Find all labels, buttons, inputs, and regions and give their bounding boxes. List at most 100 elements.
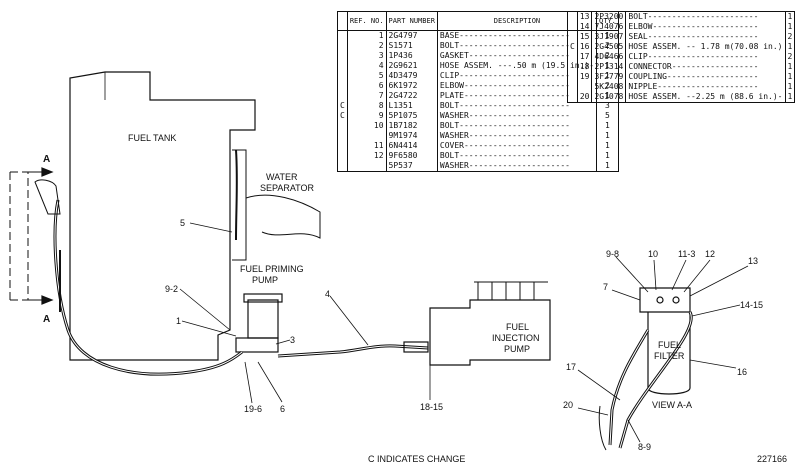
part-number: 3J1907 xyxy=(591,32,627,42)
description: WASHER--------------------- xyxy=(437,131,598,141)
description: BOLT----------------------- xyxy=(437,121,598,131)
quantity: 1 xyxy=(605,151,610,160)
change-mark xyxy=(337,71,348,81)
ref-no xyxy=(347,161,387,172)
callout-7: 7 xyxy=(603,282,608,292)
part-number: S1571 xyxy=(386,41,438,51)
change-mark xyxy=(337,151,348,161)
change-mark xyxy=(337,131,348,141)
description: WASHER--------------------- xyxy=(437,111,598,121)
view-aa-label: VIEW A-A xyxy=(652,400,692,410)
callout-19-6: 19-6 xyxy=(244,404,262,414)
callout-6: 6 xyxy=(280,404,285,414)
callout-18-15: 18-15 xyxy=(420,402,443,412)
description: NIPPLE--------------------- xyxy=(625,82,786,92)
quantity: 3 xyxy=(605,101,610,110)
description: HOSE ASSEM. --2.25 m (88.6 in.)- xyxy=(625,92,786,103)
change-mark xyxy=(337,91,348,101)
change-mark xyxy=(337,41,348,51)
ref-no: 2 xyxy=(347,41,387,51)
callout-20: 20 xyxy=(563,400,573,410)
change-mark xyxy=(567,72,578,82)
ref-no: 9 xyxy=(347,111,387,121)
change-mark xyxy=(337,141,348,151)
ref-no: 16 xyxy=(577,42,593,52)
part-number: 9F6580 xyxy=(386,151,438,161)
change-col-header xyxy=(337,11,348,31)
fuel-injection-pump-label-1: FUEL xyxy=(506,322,529,332)
callout-17: 17 xyxy=(566,362,576,372)
quantity: 1 xyxy=(787,72,793,81)
ref-no: 20 xyxy=(577,92,593,103)
description: CONNECTOR------------------ xyxy=(625,62,786,72)
change-mark xyxy=(337,81,348,91)
quantity: 1 xyxy=(605,131,610,140)
ref-no: 14 xyxy=(577,22,593,32)
water-separator xyxy=(232,149,247,261)
description: WASHER--------------------- xyxy=(437,161,598,172)
fuel-injection-pump xyxy=(429,299,551,366)
change-note: C INDICATES CHANGE xyxy=(368,454,466,464)
part-number: 1B7182 xyxy=(386,121,438,131)
part-number: 3F2779 xyxy=(591,72,627,82)
description: BOLT----------------------- xyxy=(437,151,598,161)
change-mark xyxy=(337,51,348,61)
fuel-filter-label-1: FUEL xyxy=(658,340,681,350)
quantity: 1 xyxy=(605,121,610,130)
quantity: 1 xyxy=(787,22,793,31)
callout-9-8: 9-8 xyxy=(606,249,619,259)
drawing-number: 227166 xyxy=(757,454,788,464)
description: BOLT----------------------- xyxy=(625,11,786,22)
part-number: 5P537 xyxy=(386,161,438,172)
part-number: 2G9621 xyxy=(386,61,438,71)
part-number: L1351 xyxy=(386,101,438,111)
ref-no: 8 xyxy=(347,101,387,111)
ref-no: 17 xyxy=(577,52,593,62)
ref-no: 6 xyxy=(347,81,387,91)
change-mark xyxy=(337,30,348,41)
change-mark xyxy=(567,62,578,72)
ref-no xyxy=(347,131,387,141)
quantity: 1 xyxy=(787,12,793,21)
change-mark xyxy=(567,11,578,22)
ref-no: 4 xyxy=(347,61,387,71)
change-mark xyxy=(567,32,578,42)
water-separator-label-1: WATER xyxy=(266,172,298,182)
part-number: 6N4414 xyxy=(386,141,438,151)
callout-1: 1 xyxy=(176,316,181,326)
fuel-injection-pump-label-2: INJECTION xyxy=(492,333,540,343)
ref-no-header: REF. NO. xyxy=(347,11,387,31)
section-a-bottom-label: A xyxy=(43,314,50,325)
change-mark xyxy=(337,161,348,172)
part-number: 7J4076 xyxy=(591,22,627,32)
fuel-priming-pump-label-1: FUEL PRIMING xyxy=(240,264,304,274)
quantity: 5 xyxy=(605,111,610,120)
water-separator-label-2: SEPARATOR xyxy=(260,183,315,193)
description: COUPLING------------------- xyxy=(625,72,786,82)
part-number: 2P3200 xyxy=(591,11,627,22)
part-number: 6K1972 xyxy=(386,81,438,91)
description: COVER---------------------- xyxy=(437,141,598,151)
callout-13: 13 xyxy=(748,256,758,266)
fuel-priming-pump-label-2: PUMP xyxy=(252,275,278,285)
part-number: 2P1314 xyxy=(591,62,627,72)
ref-no: 15 xyxy=(577,32,593,42)
quantity: 1 xyxy=(605,161,610,170)
part-number: 2G4505 xyxy=(591,42,627,52)
description: CLIP----------------------- xyxy=(625,52,786,62)
part-number: 4D6466 xyxy=(591,52,627,62)
part-number: 2G1078 xyxy=(591,92,627,103)
